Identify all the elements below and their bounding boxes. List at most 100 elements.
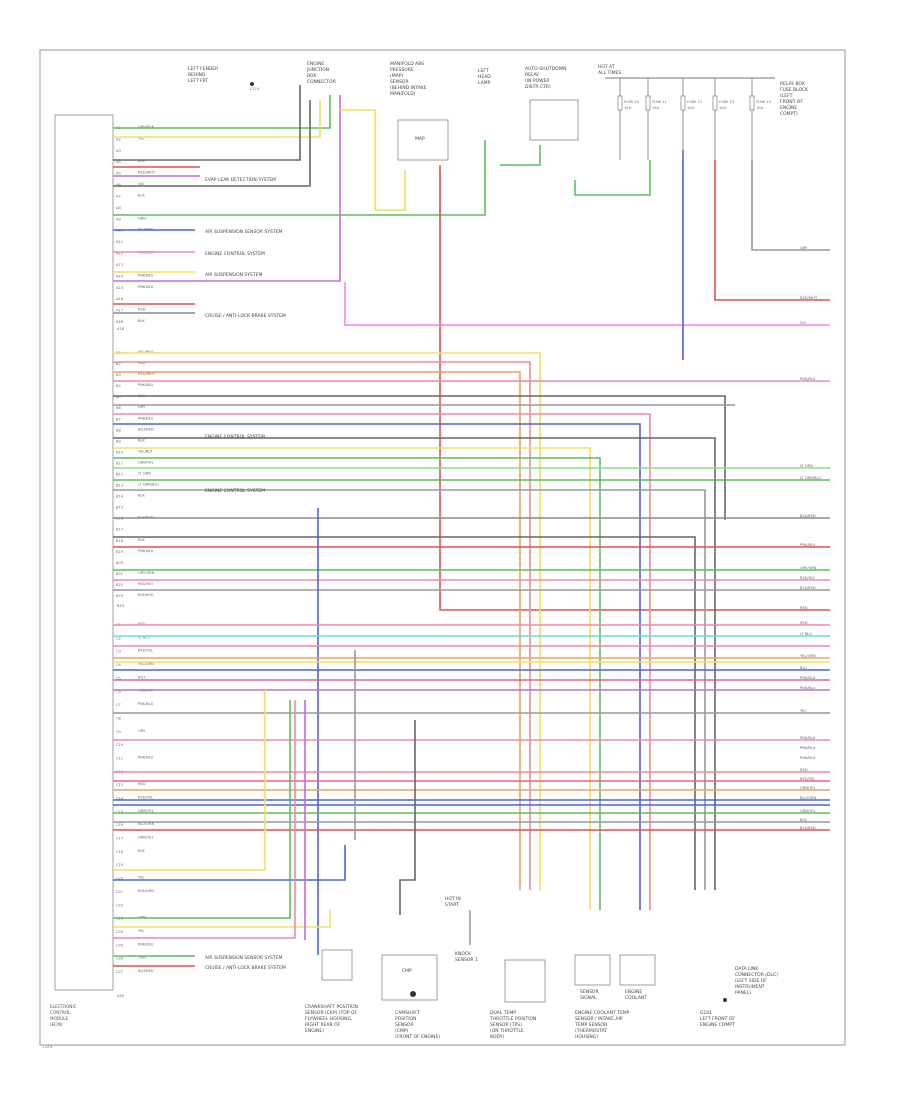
wire-color-label: BLU/RED — [138, 969, 154, 973]
ecm-pin: C11 — [116, 756, 123, 760]
right-wire-label: RED/YEL — [800, 777, 815, 781]
ecm-pin: B2 — [116, 362, 121, 366]
wire-color-label: PNK/BLU — [138, 755, 154, 759]
wire-color-label: BLK/RED — [138, 593, 154, 597]
wire-color-label: PNK/BLU — [138, 285, 154, 289]
note-2: AIR SUSPENSION SENSOR SYSTEM — [205, 229, 282, 235]
wire-color-label: GRN — [138, 956, 146, 960]
wire-color-label: RED/YEL — [138, 649, 153, 653]
asr-l2: RELAY — [525, 72, 539, 78]
wire-asr-grn — [500, 145, 541, 166]
ecm-pin: B23 — [116, 594, 123, 598]
ecm-pin: C20 — [116, 877, 124, 881]
dlc-l5: PANEL) — [735, 990, 751, 996]
ecm-pin: C5 — [116, 676, 121, 680]
right-wire-label: PNK/BLU — [800, 756, 816, 760]
fuse-amp: 10A — [756, 106, 764, 110]
relay-box — [529, 99, 579, 141]
wire-gry-fuse — [751, 160, 830, 251]
wire-b3 — [113, 371, 521, 890]
wire-b11 — [113, 457, 601, 910]
wire-color-label: PNK/BLU — [138, 942, 154, 946]
wire-b2 — [113, 361, 531, 890]
fuse-name: FUSE 14 — [756, 100, 772, 104]
ecm-pin: A7 — [116, 194, 121, 198]
mfs-l6: MANIFOLD) — [390, 91, 416, 97]
right-wire-label: LT GRN — [800, 464, 813, 468]
ecm-pin: C15 — [116, 810, 123, 814]
map-sensor-label: MAP — [415, 136, 425, 142]
wire-color-label: BLU/ORN — [138, 822, 154, 826]
note-4: AIR SUSPENSION SYSTEM — [205, 272, 262, 278]
ecm-pin: A5 — [116, 172, 121, 176]
cps-l4: RIGHT REAR OF — [305, 1022, 341, 1028]
pin-group-a: A18 — [117, 327, 125, 331]
ecm-pin: B7 — [116, 417, 121, 421]
ect-box-1 — [574, 954, 611, 986]
wire-color-label: LT GRN — [138, 472, 151, 476]
wire-a1 — [113, 95, 331, 129]
note-9: CRUISE / ANTI-LOCK BRAKE SYSTEM — [205, 965, 286, 971]
ecm-pin: B21 — [116, 572, 123, 576]
ecm-pin: B11 — [116, 461, 123, 465]
wire-color-label: BLK — [138, 849, 145, 853]
ecm-pin: B13 — [116, 484, 123, 488]
jc-l3: BOX — [307, 73, 316, 79]
ecm-label-line-1: ELECTRONIC — [50, 1004, 77, 1009]
wire-color-label: BLK — [138, 494, 145, 498]
ecm-pin: C27 — [116, 970, 123, 974]
dlc-l1: DATA LINK — [735, 966, 759, 972]
wire-color-label: GRN — [138, 216, 146, 220]
wire-a9 — [113, 140, 486, 216]
ecm-pin: A12 — [116, 252, 123, 256]
right-wire-label: VIO — [800, 321, 807, 325]
ecm-pin: C21 — [116, 890, 123, 894]
note-6: ENGINE CONTROL SYSTEM — [205, 434, 265, 440]
temp-sub-l1: ENGINE — [625, 989, 642, 995]
cmp-l5: (FRONT OF ENGINE) — [395, 1034, 440, 1040]
right-wire-label: PNK/BLU — [800, 736, 816, 740]
cmp-l4: (CMP) — [395, 1028, 408, 1034]
cmp-l3: SENSOR — [395, 1022, 414, 1028]
ecm-pin: C7 — [116, 703, 121, 707]
fuse-symbol — [617, 95, 623, 111]
ect-l1: ENGINE COOLANT TEMP — [575, 1010, 630, 1016]
cps-l1: CRANKSHAFT POSITION — [305, 1004, 358, 1010]
ecm-pin: A16 — [116, 297, 124, 301]
ect-l4: (THERMOSTAT — [575, 1028, 607, 1034]
ecm-pin: C24 — [116, 930, 124, 934]
ecm-pin: A8 — [116, 206, 121, 210]
wire-c-gry2 — [399, 720, 416, 915]
wire-color-label: RED/WHT — [138, 372, 156, 376]
jc-l4: CONNECTOR — [307, 79, 336, 85]
ect-sub-l1: SENSOR — [580, 989, 599, 995]
rfuse-l6: COMPT) — [780, 111, 798, 117]
wire-color-label: BLK — [138, 538, 145, 542]
ecm-pin: A6 — [116, 183, 121, 187]
right-wire-label: BLK/RED — [800, 826, 816, 830]
right-wire-label: GRN/YEL — [800, 809, 816, 813]
ecm-pin: B15 — [116, 506, 123, 510]
ecm-pin: C4 — [116, 663, 122, 667]
mfs-l2: PRESSURE — [390, 67, 414, 73]
wire-a15 — [113, 95, 341, 282]
right-wire-label: ORN/YEL — [800, 786, 816, 790]
ecm-pin: B8 — [116, 428, 121, 432]
right-wire-label: RED — [800, 606, 808, 610]
right-wire-label: YEL/ORN — [800, 654, 816, 658]
top-components: LEFT FENDER BEHIND LEFT FRT C114 ENGINE … — [188, 61, 809, 161]
ecm-pin: B20 — [116, 561, 124, 565]
gnd-l2: LEFT FRONT OF — [700, 1016, 735, 1022]
ecm-pin: A11 — [116, 240, 123, 244]
wire-color-label: RED/YEL — [138, 796, 153, 800]
wire-c20 — [113, 690, 266, 871]
wire-color-label: GRY — [138, 729, 146, 733]
rfuse-l5: ENGINE — [780, 105, 797, 111]
fuse-amp: 15A — [624, 106, 632, 110]
ecm-pin: A14 — [116, 274, 124, 278]
jc-l1: ENGINE — [307, 61, 324, 67]
wire-color-label: PNK/BLU — [138, 383, 154, 387]
wire-pnk-long — [344, 282, 830, 326]
